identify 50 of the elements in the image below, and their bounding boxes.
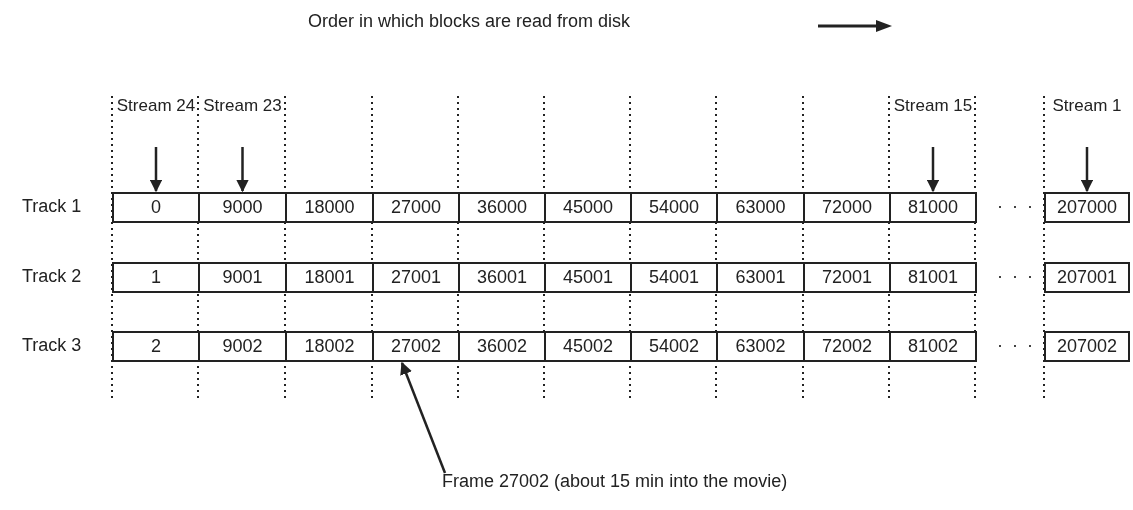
leader-arrow: [400, 361, 447, 474]
block-cell: 81000: [889, 192, 977, 223]
block-cell: 54002: [630, 331, 718, 362]
ellipsis: · · ·: [997, 196, 1035, 217]
ellipsis: · · ·: [997, 335, 1035, 356]
block-cell: 0: [112, 192, 200, 223]
ellipsis: · · ·: [997, 266, 1035, 287]
block-cell: 207002: [1044, 331, 1130, 362]
block-cell: 2: [112, 331, 200, 362]
block-cell: 54001: [630, 262, 718, 293]
block-cell: 63000: [716, 192, 805, 223]
block-cell: 54000: [630, 192, 718, 223]
block-cell: 18001: [285, 262, 374, 293]
block-cell: 9002: [198, 331, 287, 362]
block-cell: 63002: [716, 331, 805, 362]
block-cell: 27001: [372, 262, 460, 293]
block-cell: 45001: [544, 262, 632, 293]
block-cell: 9000: [198, 192, 287, 223]
row-label: Track 2: [22, 266, 82, 287]
block-cell: 72002: [803, 331, 891, 362]
block-cell: 36001: [458, 262, 546, 293]
row-label: Track 1: [22, 196, 82, 217]
block-cell: 45002: [544, 331, 632, 362]
block-cell: 81002: [889, 331, 977, 362]
stream-label: Stream 23: [200, 93, 285, 118]
stream-label: Stream 24: [114, 93, 198, 118]
block-cell: 27002: [372, 331, 460, 362]
block-cell: 45000: [544, 192, 632, 223]
block-cell: 1: [112, 262, 200, 293]
block-cell: 72001: [803, 262, 891, 293]
block-cell: 36002: [458, 331, 546, 362]
stream-label: Stream 1: [1046, 93, 1128, 118]
arrow: [1080, 147, 1094, 193]
stream-label: Stream 15: [891, 93, 975, 118]
block-cell: 63001: [716, 262, 805, 293]
block-cell: 81001: [889, 262, 977, 293]
block-cell: 207000: [1044, 192, 1130, 223]
annotation-text: Frame 27002 (about 15 min into the movie): [442, 471, 788, 492]
arrow: [926, 147, 940, 193]
block-cell: 9001: [198, 262, 287, 293]
heading: Order in which blocks are read from disk: [308, 11, 631, 32]
arrow: [236, 147, 249, 193]
row-label: Track 3: [22, 335, 82, 356]
block-cell: 18000: [285, 192, 374, 223]
block-cell: 207001: [1044, 262, 1130, 293]
block-cell: 18002: [285, 331, 374, 362]
arrow: [149, 147, 163, 193]
block-cell: 36000: [458, 192, 546, 223]
block-cell: 27000: [372, 192, 460, 223]
block-cell: 72000: [803, 192, 891, 223]
